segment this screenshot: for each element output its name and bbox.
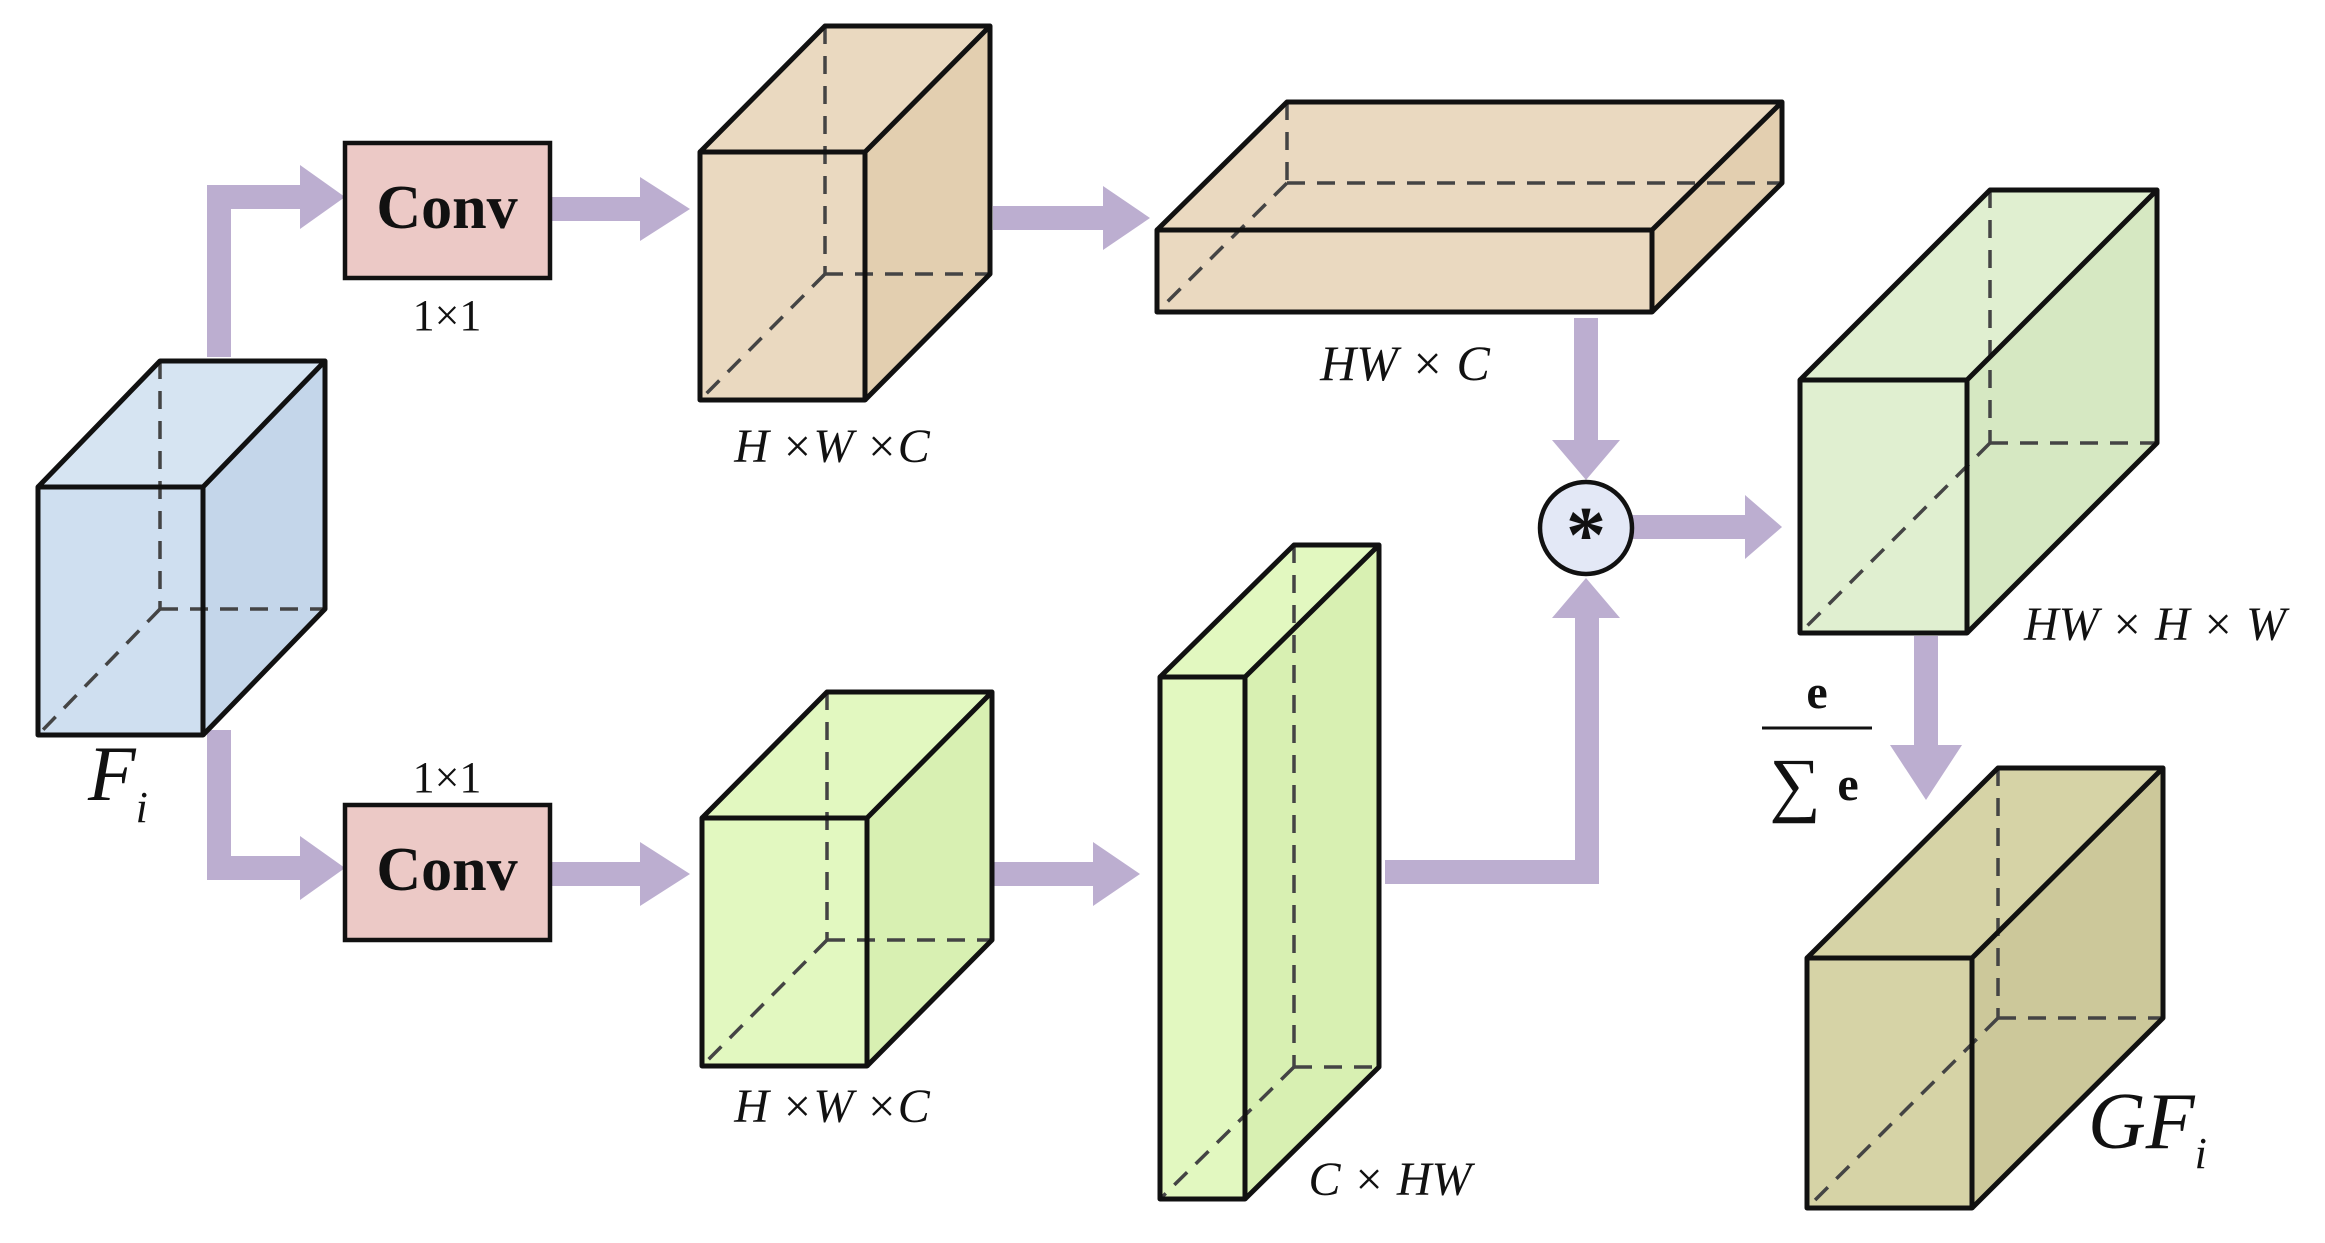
top-reshape-slab bbox=[1154, 99, 1785, 315]
arrow-head-attention bbox=[1745, 495, 1782, 559]
output-label-main: GF bbox=[2088, 1078, 2196, 1166]
bottom-feature-cube bbox=[699, 689, 995, 1069]
conv-bottom-kernel: 1×1 bbox=[413, 753, 482, 802]
arrow-head-top-cube bbox=[640, 177, 690, 241]
conv-top-kernel: 1×1 bbox=[413, 291, 482, 340]
arrow-input-up-h bbox=[207, 185, 307, 209]
output-label: GFi bbox=[2088, 1078, 2207, 1178]
arrow-head-bottom-reshape bbox=[1093, 842, 1140, 906]
softmax-sum-symbol: ∑ bbox=[1769, 744, 1820, 824]
output-label-sub: i bbox=[2195, 1129, 2207, 1178]
input-label-main: F bbox=[87, 730, 137, 817]
arrow-convbottom-cube-stem bbox=[550, 862, 640, 886]
input-label-sub: i bbox=[136, 783, 148, 832]
arrow-head-output bbox=[1890, 745, 1962, 800]
conv-top-box: Conv bbox=[342, 140, 553, 281]
arrow-head-conv-top bbox=[300, 165, 345, 229]
svg-text:Fi: Fi bbox=[87, 730, 148, 832]
arrow-head-bottom-cube bbox=[640, 842, 690, 906]
conv-top-label: Conv bbox=[376, 174, 517, 242]
input-label: Fi bbox=[87, 730, 148, 832]
arrow-head-conv-bottom bbox=[300, 836, 345, 900]
arrow-multiply-attention-stem bbox=[1632, 515, 1752, 539]
arrow-input-down-stem bbox=[207, 730, 231, 878]
arrow-input-up-stem bbox=[207, 185, 231, 357]
bottom-reshape-slab bbox=[1157, 542, 1382, 1202]
attention-dims: HW × H × W bbox=[2023, 598, 2290, 651]
arrow-head-multiply-bottom bbox=[1552, 578, 1620, 618]
arrow-input-down-h bbox=[207, 856, 307, 880]
softmax-denominator: e bbox=[1837, 758, 1858, 811]
input-feature-cube bbox=[35, 358, 328, 738]
top-feature-cube bbox=[697, 23, 993, 403]
multiply-operator: * bbox=[1537, 479, 1635, 580]
softmax-numerator: e bbox=[1806, 666, 1827, 719]
softmax-fraction: e ∑ e bbox=[1762, 666, 1872, 824]
arrows bbox=[207, 165, 1962, 906]
arrow-attention-down-stem bbox=[1914, 636, 1938, 748]
output-cube bbox=[1804, 765, 2166, 1211]
arrow-head-top-reshape bbox=[1103, 186, 1150, 250]
arrow-bottomcube-reshape-stem bbox=[993, 862, 1093, 886]
bottom-feature-dims: H ×W ×C bbox=[733, 1080, 930, 1133]
arrow-topcube-reshape-stem bbox=[993, 206, 1103, 230]
top-reshape-dims: HW × C bbox=[1319, 335, 1490, 391]
conv-bottom-box: Conv bbox=[342, 802, 553, 943]
conv-bottom-label: Conv bbox=[376, 836, 517, 904]
arrow-head-multiply-top bbox=[1552, 440, 1620, 480]
arrow-reshape-up-h bbox=[1385, 860, 1599, 884]
arrow-reshape-up-stem bbox=[1575, 618, 1599, 884]
arrow-convtop-cube-stem bbox=[550, 197, 640, 221]
svg-text:GFi: GFi bbox=[2088, 1078, 2207, 1178]
attention-cube bbox=[1797, 187, 2160, 636]
top-feature-dims: H ×W ×C bbox=[733, 420, 930, 473]
multiply-symbol: * bbox=[1566, 492, 1606, 580]
bottom-reshape-dims: C × HW bbox=[1308, 1153, 1475, 1206]
arrow-reshape-down-stem bbox=[1574, 318, 1598, 443]
